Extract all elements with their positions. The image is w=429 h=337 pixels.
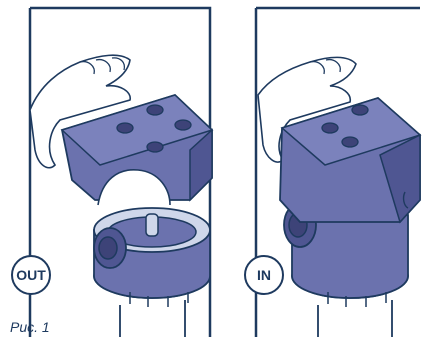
left-hand [29, 54, 131, 169]
left-filter-head [93, 207, 211, 307]
right-top-cap [279, 96, 422, 224]
right-filter-head [283, 202, 409, 307]
left-top-cap [60, 93, 214, 206]
in-label: IN [244, 255, 284, 295]
right-housing-lines [317, 300, 393, 337]
right-panel [254, 6, 422, 337]
figure-caption: Рис. 1 [10, 319, 50, 335]
out-label: OUT [11, 255, 51, 295]
left-panel [28, 6, 214, 337]
left-housing-lines [119, 300, 186, 337]
